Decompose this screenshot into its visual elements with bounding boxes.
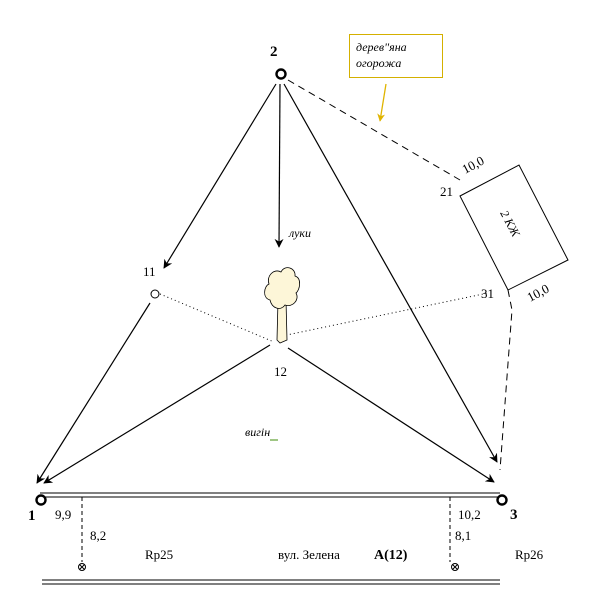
building-outline <box>459 164 569 291</box>
arrow-2-11 <box>163 83 277 269</box>
arrow-12-1 <box>43 344 271 484</box>
tree-icon <box>264 267 301 344</box>
street-name: вул. Зелена <box>278 547 340 562</box>
right-side-measure: 10,0 <box>524 281 551 305</box>
point-label-3: 3 <box>510 507 518 523</box>
object-code: A(12) <box>374 548 408 563</box>
fence-callout-line1: дерев"яна <box>356 40 407 54</box>
offset-left-x: 9,9 <box>55 507 71 522</box>
benchmark-marker-left <box>78 563 86 571</box>
top-side-measure: 10,0 <box>459 153 486 177</box>
meadow-label: луки <box>288 226 311 240</box>
bend-label: вигін <box>245 425 270 439</box>
dotted-line-12-31 <box>281 292 489 337</box>
point-label-31: 31 <box>481 286 494 301</box>
point-label-2: 2 <box>270 44 278 60</box>
station-marker-3 <box>496 494 508 506</box>
offset-left-y: 8,2 <box>90 528 106 543</box>
benchmark-label-right: Rp26 <box>515 547 544 562</box>
benchmark-label-left: Rp25 <box>145 547 173 562</box>
offset-right-y: 8,1 <box>455 528 471 543</box>
point-label-21: 21 <box>440 184 453 199</box>
station-marker-2 <box>275 68 287 80</box>
street-edge-bottom <box>42 579 500 585</box>
object-number: (12) <box>384 548 408 563</box>
dotted-line-11-12 <box>159 293 275 343</box>
offset-right-x: 10,2 <box>458 507 481 522</box>
street-edge-top <box>40 492 500 498</box>
station-marker-1 <box>35 494 47 506</box>
point-label-12: 12 <box>274 364 287 379</box>
benchmark-marker-right <box>451 563 459 571</box>
point-label-1: 1 <box>28 508 36 524</box>
callout-arrow <box>377 83 387 122</box>
fence-callout: дерев"яна огорожа <box>349 34 443 78</box>
arrow-12-3 <box>287 347 495 483</box>
fence-line-2-21 <box>287 79 461 181</box>
arrow-2-meadow <box>274 83 284 248</box>
arrow-11-1 <box>36 302 151 484</box>
arrow-2-3 <box>283 83 498 463</box>
object-letter: A <box>374 548 385 563</box>
fence-line-31-3 <box>499 289 513 471</box>
point-label-11: 11 <box>143 264 156 279</box>
fence-callout-line2: огорожа <box>356 56 402 70</box>
point-marker-11 <box>150 289 160 299</box>
